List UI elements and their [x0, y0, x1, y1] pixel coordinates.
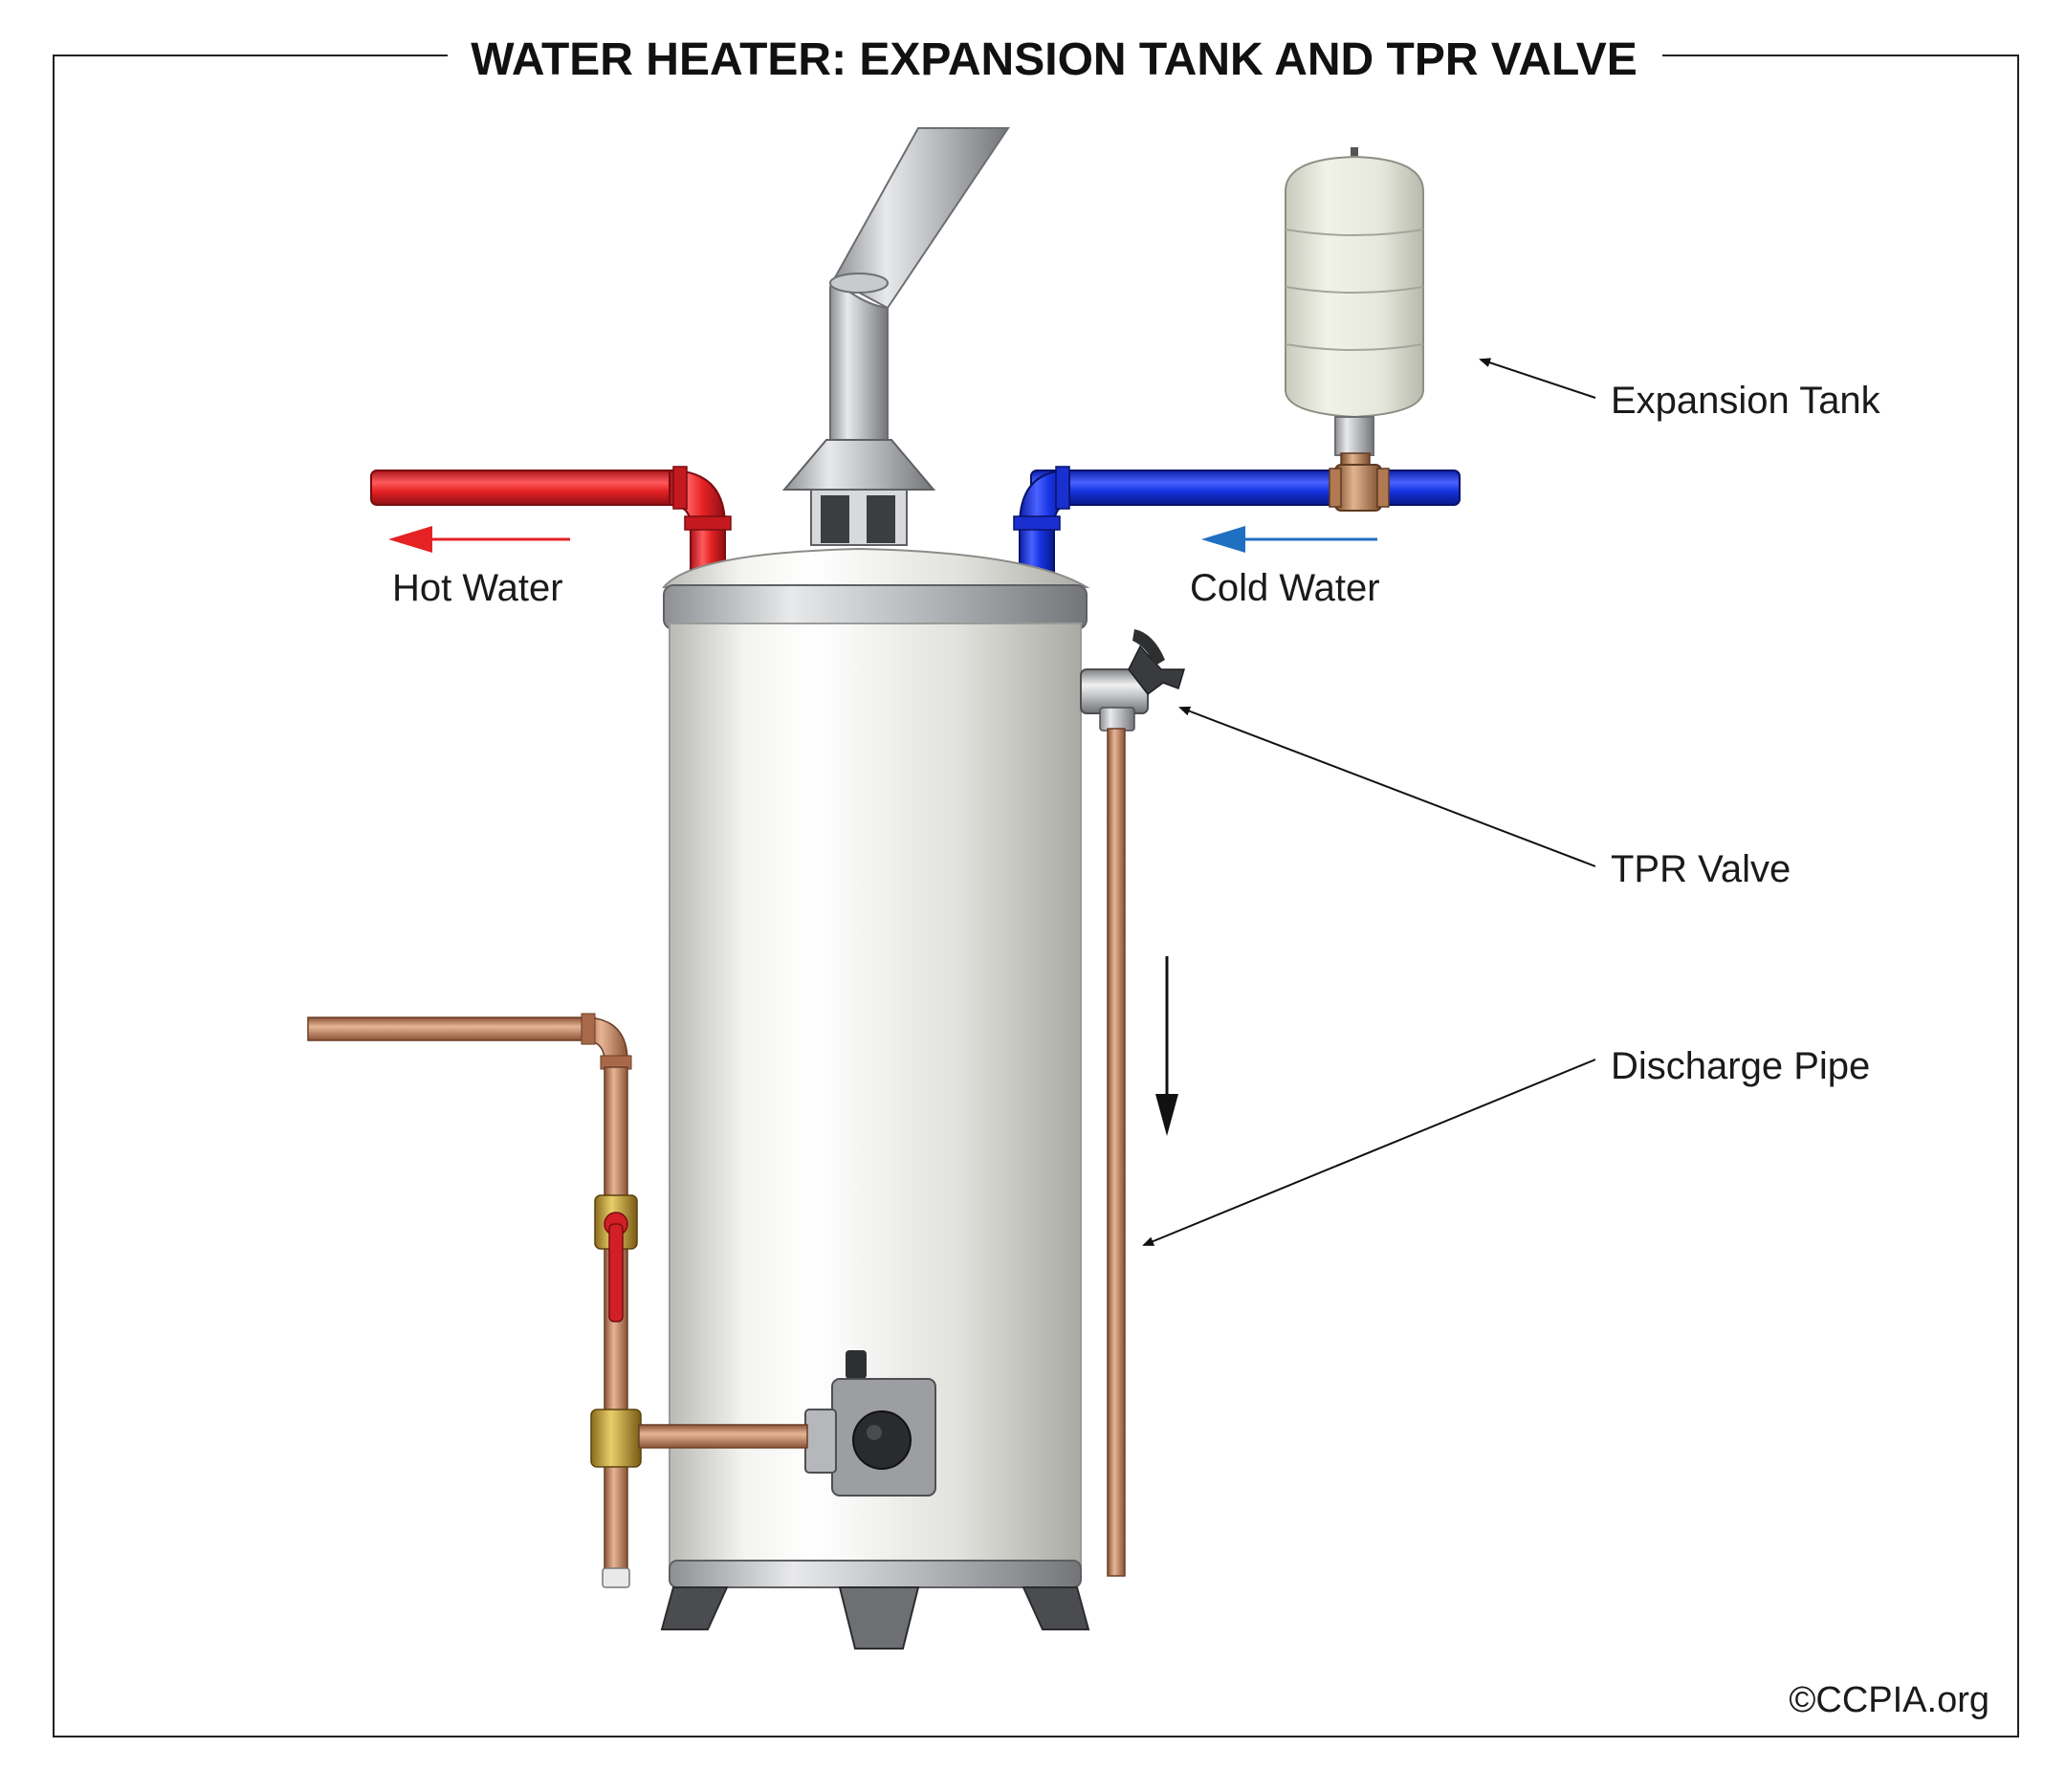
tpr-valve-label: TPR Valve: [1611, 848, 1791, 890]
cold-water-pipe: [1013, 466, 1461, 580]
hot-water-pipe: [370, 466, 732, 580]
hot-water-flow-arrow: [388, 526, 570, 553]
hot-water-label: Hot Water: [392, 567, 563, 609]
discharge-flow-arrow: [1155, 956, 1178, 1136]
expansion-tank: [1285, 147, 1424, 512]
expansion-tank-label: Expansion Tank: [1611, 380, 1881, 422]
cold-water-flow-arrow: [1201, 526, 1377, 553]
cold-water-label: Cold Water: [1190, 567, 1380, 609]
expansion-tank-leader: [1479, 358, 1596, 399]
copyright-text: ©CCPIA.org: [1789, 1680, 1989, 1720]
discharge-pipe-label: Discharge Pipe: [1611, 1045, 1870, 1087]
frame: [53, 55, 2019, 1737]
gas-supply-pipe: [307, 1013, 808, 1588]
flue-pipe: [781, 127, 1010, 546]
discharge-pipe-leader: [1142, 1059, 1596, 1246]
discharge-pipe: [1107, 728, 1126, 1577]
tpr-valve: [1080, 629, 1186, 732]
diagram-title: WATER HEATER: EXPANSION TANK AND TPR VAL…: [471, 34, 1637, 85]
tpr-valve-leader: [1178, 706, 1596, 867]
